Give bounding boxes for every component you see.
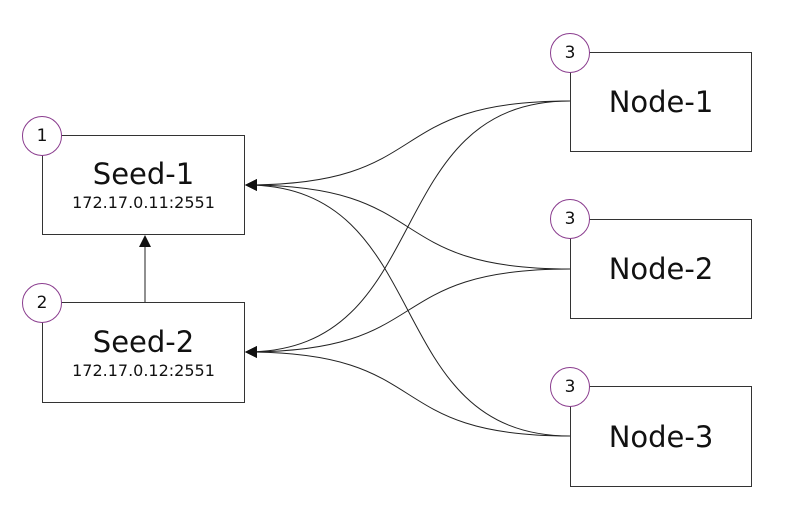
edge-node3-to-seed1 bbox=[245, 179, 571, 437]
node-2-node: Node-2 bbox=[570, 219, 752, 319]
node-3-title: Node-3 bbox=[608, 419, 714, 454]
seed-2-badge: 2 bbox=[22, 283, 62, 323]
seed-2-node: Seed-2 172.17.0.12:2551 bbox=[42, 302, 245, 403]
seed-2-title: Seed-2 bbox=[92, 324, 195, 359]
seed-2-address: 172.17.0.12:2551 bbox=[72, 360, 215, 380]
node-1-title: Node-1 bbox=[608, 85, 714, 119]
seed-1-title: Seed-1 bbox=[92, 157, 195, 191]
edge-node1-to-seed1 bbox=[245, 100, 571, 191]
node-1-badge: 3 bbox=[550, 33, 590, 73]
edge-group bbox=[139, 100, 571, 437]
seed-1-node: Seed-1 172.17.0.11:2551 bbox=[42, 135, 245, 235]
seed-1-address: 172.17.0.11:2551 bbox=[72, 193, 215, 212]
node-3-badge: 3 bbox=[550, 367, 590, 407]
node-2-title: Node-2 bbox=[608, 252, 714, 286]
edge-node3-to-seed2 bbox=[245, 346, 571, 437]
seed-1-badge: 1 bbox=[22, 116, 62, 156]
node-1-node: Node-1 bbox=[570, 52, 752, 152]
node-2-badge: 3 bbox=[550, 199, 590, 239]
edge-node2-to-seed1 bbox=[245, 179, 571, 270]
node-3-node: Node-3 bbox=[570, 386, 752, 487]
